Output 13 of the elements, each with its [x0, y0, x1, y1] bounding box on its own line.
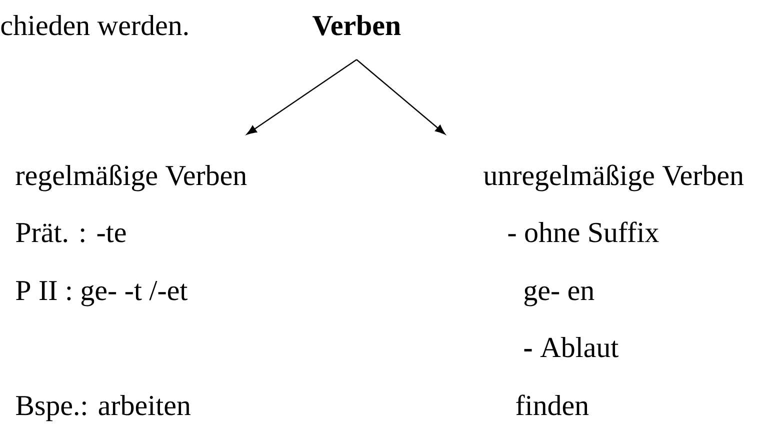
category-label: unregelmäßige Verben: [484, 164, 744, 192]
heading: Verben: [312, 14, 401, 36]
category-label: regelmäßige Verben: [16, 164, 247, 192]
text-line: Prät. : -te: [16, 223, 126, 242]
text-line: chieden werden.: [1, 14, 188, 36]
text-line: ge- en: [524, 285, 594, 306]
text-line: Bspe.: arbeiten: [16, 394, 190, 422]
text-line: - ohne Suffix: [508, 222, 659, 242]
arrow: [356, 59, 446, 134]
text-line: finden: [516, 394, 589, 416]
text-line: P II : ge- -t /-et: [16, 280, 188, 306]
text-line: - Ablaut: [524, 336, 619, 358]
arrow: [246, 59, 357, 135]
